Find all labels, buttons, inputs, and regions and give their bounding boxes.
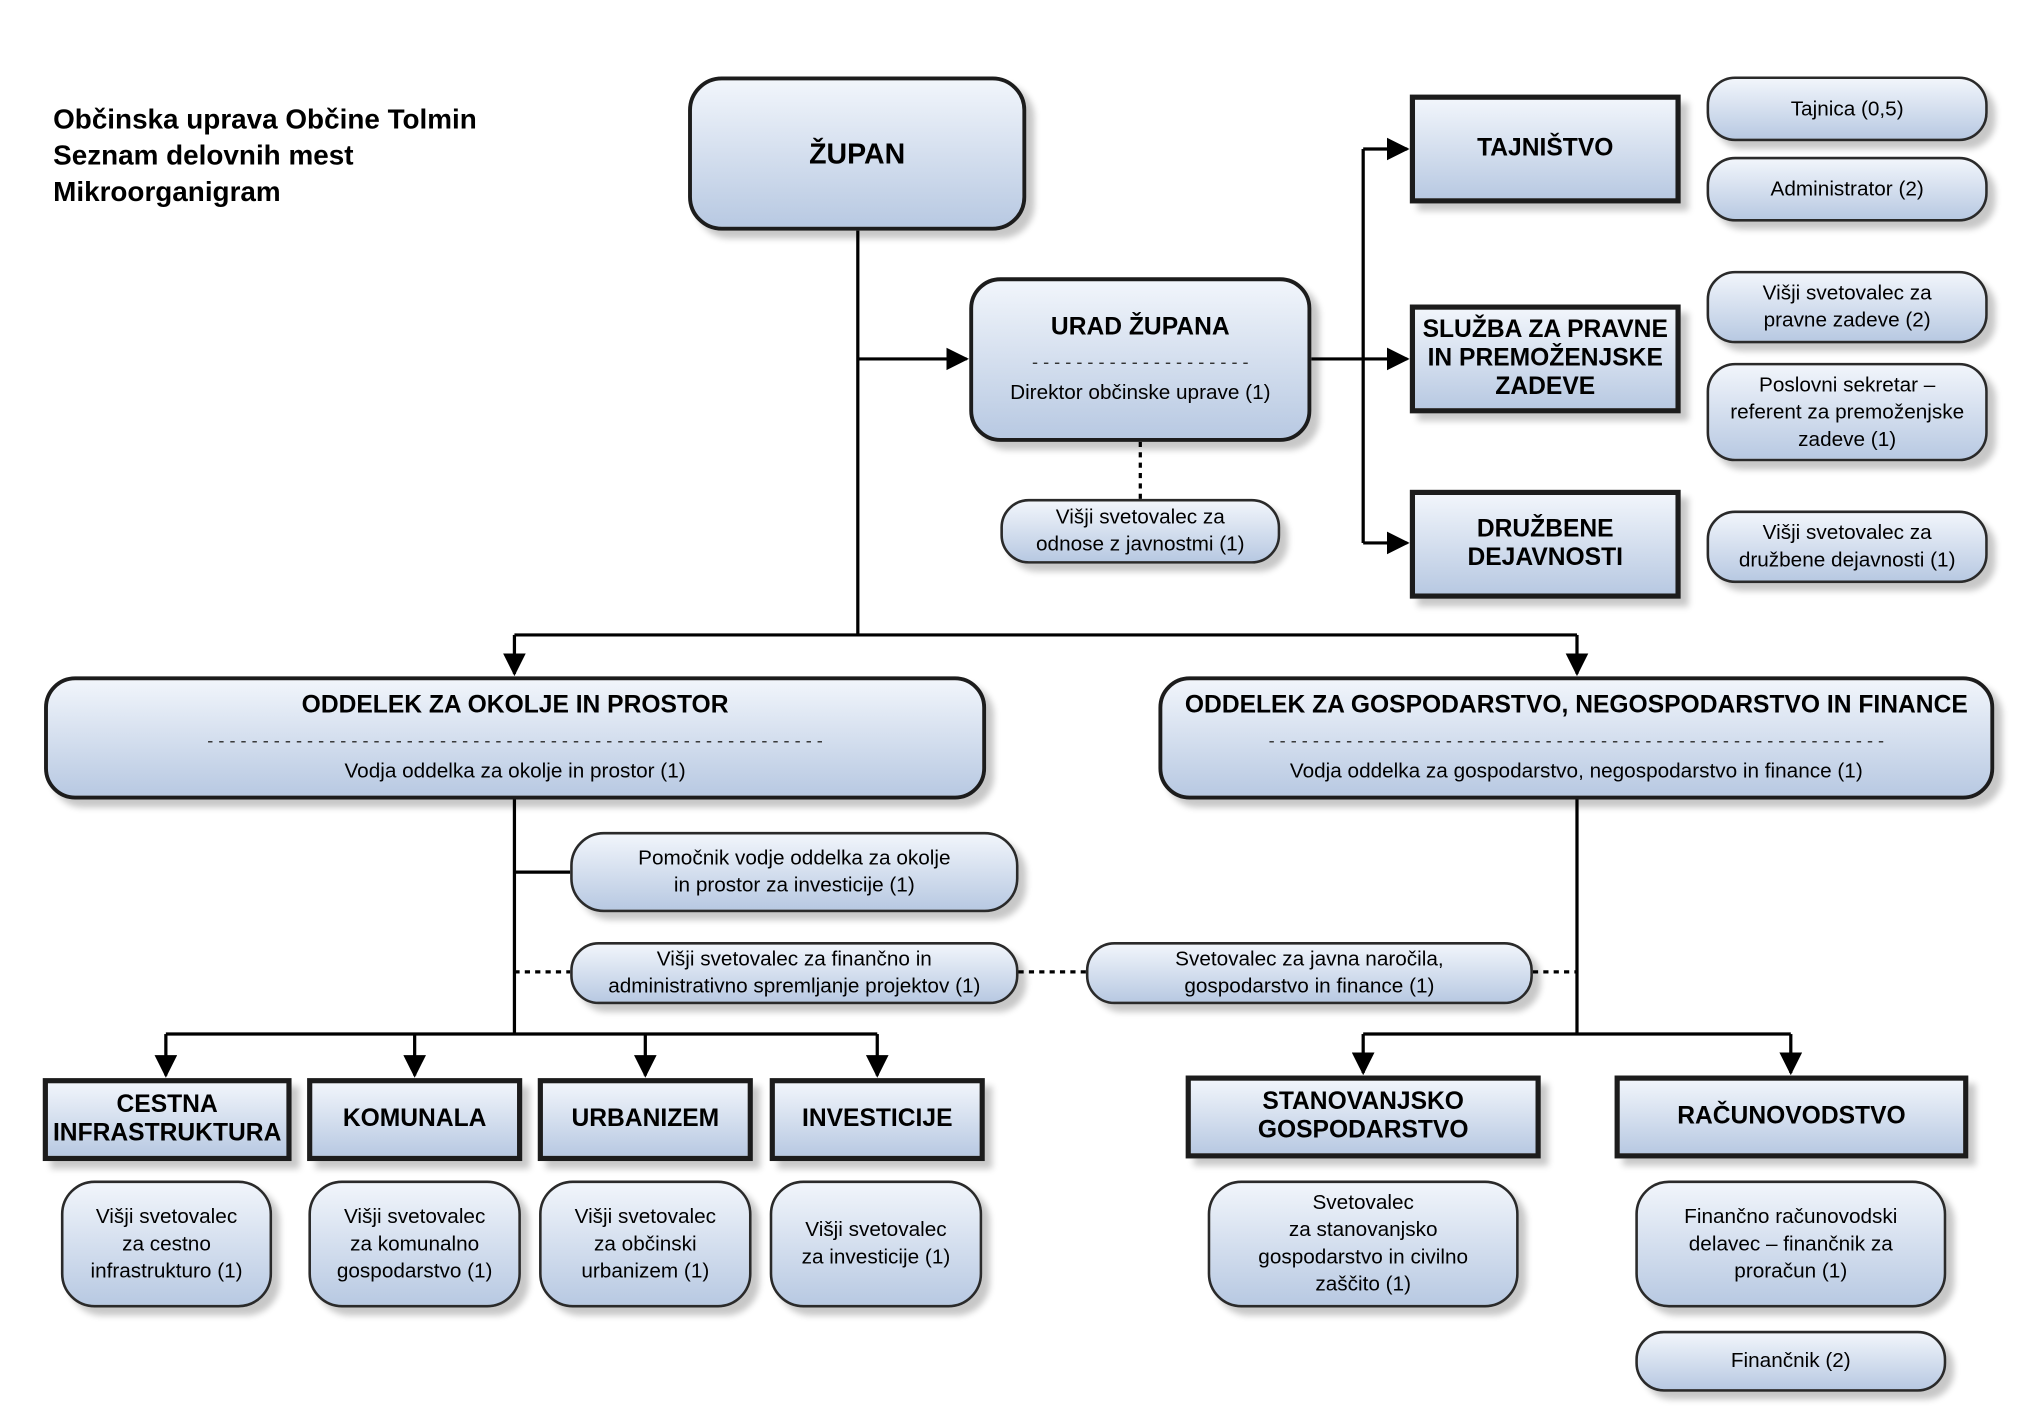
section-stanovanjsko-gospodarstvo: STANOVANJSKO GOSPODARSTVO — [1185, 1075, 1541, 1159]
dept-okolje-head: Vodja oddelka za okolje in prostor (1) — [344, 759, 686, 783]
title-line-type: Mikroorganigram — [53, 176, 281, 208]
dept-gosp-head: Vodja oddelka za gospodarstvo, negospoda… — [1289, 759, 1863, 783]
separator: - - - - - - - - - - - - - - - - - - - - … — [207, 730, 823, 749]
staff-financno-racunovodski: Finančno računovodski delavec – finančni… — [1635, 1180, 1947, 1308]
section-racunovodstvo: RAČUNOVODSTVO — [1614, 1075, 1969, 1159]
staff-label: Finančno računovodski delavec – finančni… — [1684, 1205, 1898, 1283]
zupan-box: ŽUPAN — [688, 76, 1027, 231]
title-line-list: Seznam delovnih mest — [53, 139, 354, 172]
staff-label: Tajnica (0,5) — [1790, 97, 1904, 120]
unit-tajnistvo: TAJNIŠTVO — [1409, 94, 1681, 204]
dept-okolje-title: ODDELEK ZA OKOLJE IN PROSTOR — [301, 691, 729, 719]
staff-cestna: Višji svetovalec za cestno infrastruktur… — [60, 1180, 273, 1308]
urad-zupana-box: URAD ŽUPANA - - - - - - - - - - - - - - … — [969, 277, 1312, 442]
section-urbanizem: URBANIZEM — [537, 1078, 753, 1162]
section-title: INVESTICIJE — [801, 1105, 953, 1133]
section-title: RAČUNOVODSTVO — [1677, 1102, 1906, 1130]
document-title: Občinska uprava Občine Tolmin Seznam del… — [53, 101, 477, 210]
pr-advisor-label: Višji svetovalec za odnose z javnostmi (… — [1036, 506, 1245, 556]
title-line-org: Občinska uprava Občine Tolmin — [53, 103, 477, 135]
staff-label: Svetovalec za stanovanjsko gospodarstvo … — [1258, 1192, 1469, 1296]
staff-label: Poslovni sekretar – referent za premožen… — [1730, 373, 1965, 451]
staff-administrator: Administrator (2) — [1706, 156, 1988, 222]
dept-gosp-title: ODDELEK ZA GOSPODARSTVO, NEGOSPODARSTVO … — [1184, 691, 1968, 719]
staff-komunala: Višji svetovalec za komunalno gospodarst… — [308, 1180, 521, 1308]
unit-druzbene-title: DRUŽBENE DEJAVNOSTI — [1467, 515, 1623, 572]
staff-urbanizem: Višji svetovalec za občinski urbanizem (… — [539, 1180, 752, 1308]
staff-label: Višji svetovalec za občinski urbanizem (… — [574, 1205, 716, 1283]
separator: - - - - - - - - - - - - - - - - - - - - — [1032, 351, 1249, 370]
staff-tajnica: Tajnica (0,5) — [1706, 76, 1988, 142]
staff-label: Finančnik (2) — [1730, 1350, 1851, 1373]
staff-label: Višji svetovalec za komunalno gospodarst… — [336, 1205, 493, 1283]
staff-label: Višji svetovalec za cestno infrastruktur… — [90, 1205, 243, 1283]
staff-financnik: Finančnik (2) — [1635, 1330, 1947, 1392]
dept-okolje-prostor: ODDELEK ZA OKOLJE IN PROSTOR - - - - - -… — [44, 676, 987, 800]
section-title: KOMUNALA — [342, 1105, 487, 1133]
staff-investicije: Višji svetovalec za investicije (1) — [769, 1180, 983, 1308]
staff-stanovanjsko: Svetovalec za stanovanjsko gospodarstvo … — [1207, 1180, 1519, 1308]
unit-tajnistvo-title: TAJNIŠTVO — [1477, 134, 1614, 162]
staff-label: Svetovalec za javna naročila, gospodarst… — [1175, 948, 1444, 998]
unit-pravne-title: SLUŽBA ZA PRAVNE IN PREMOŽENJSKE ZADEVE — [1422, 316, 1668, 401]
zupan-label: ŽUPAN — [809, 136, 906, 170]
staff-javna-narocila: Svetovalec za javna naročila, gospodarst… — [1085, 942, 1533, 1005]
staff-label: Administrator (2) — [1770, 178, 1924, 201]
staff-financno-spremljanje: Višji svetovalec za finančno in administ… — [570, 942, 1019, 1005]
unit-pravne-zadeve: SLUŽBA ZA PRAVNE IN PREMOŽENJSKE ZADEVE — [1409, 304, 1681, 414]
dept-gospodarstvo-finance: ODDELEK ZA GOSPODARSTVO, NEGOSPODARSTVO … — [1158, 676, 1995, 800]
urad-position: Direktor občinske uprave (1) — [1010, 381, 1271, 404]
staff-label: Višji svetovalec za investicije (1) — [801, 1219, 951, 1269]
separator: - - - - - - - - - - - - - - - - - - - - … — [1268, 730, 1885, 749]
section-cestna-infrastruktura: CESTNA INFRASTRUKTURA — [42, 1078, 292, 1162]
staff-label: Višji svetovalec za družbene dejavnosti … — [1738, 522, 1956, 572]
staff-pomocnik-vodje: Pomočnik vodje oddelka za okolje in pros… — [570, 831, 1019, 913]
section-title: STANOVANJSKO GOSPODARSTVO — [1257, 1088, 1469, 1145]
unit-druzbene-dejavnosti: DRUŽBENE DEJAVNOSTI — [1409, 489, 1681, 599]
section-title: URBANIZEM — [571, 1105, 720, 1133]
staff-poslovni-sekretar: Poslovni sekretar – referent za premožen… — [1706, 362, 1988, 462]
staff-pravne-svetovalec: Višji svetovalec za pravne zadeve (2) — [1706, 270, 1988, 344]
section-investicije: INVESTICIJE — [769, 1078, 985, 1162]
staff-druzbene-svetovalec: Višji svetovalec za družbene dejavnosti … — [1706, 510, 1988, 584]
staff-label: Višji svetovalec za pravne zadeve (2) — [1762, 282, 1932, 332]
staff-label: Višji svetovalec za finančno in administ… — [608, 948, 981, 998]
section-title: CESTNA INFRASTRUKTURA — [52, 1091, 282, 1147]
staff-label: Pomočnik vodje oddelka za okolje in pros… — [638, 847, 951, 897]
section-komunala: KOMUNALA — [307, 1078, 523, 1162]
pr-advisor-box: Višji svetovalec za odnose z javnostmi (… — [1000, 498, 1281, 564]
urad-title: URAD ŽUPANA — [1050, 312, 1230, 341]
